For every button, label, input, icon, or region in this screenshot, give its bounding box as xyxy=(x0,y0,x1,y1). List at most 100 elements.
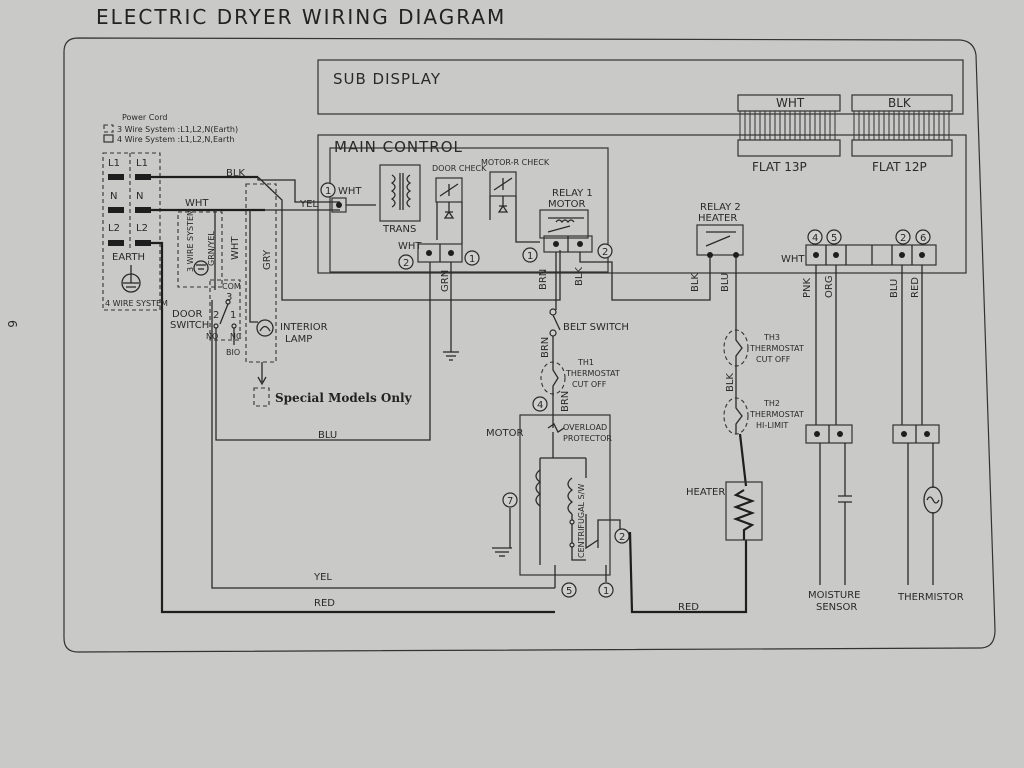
ground-3wire-icon xyxy=(193,260,209,276)
relay2-box xyxy=(696,224,744,256)
earth-label: EARTH xyxy=(112,252,145,263)
transformer-icon xyxy=(379,164,421,222)
flat-12p-connector: BLK FLAT 12P xyxy=(851,94,953,174)
pin-1-wht-label: WHT xyxy=(338,186,362,197)
wire-yel-bottom-label: YEL xyxy=(313,572,332,583)
relay1-wire-blk: BLK xyxy=(574,267,585,286)
pin-1-wht-number: 1 xyxy=(325,186,331,197)
relay2-label-2: HEATER xyxy=(698,213,737,224)
door-switch-bio: BIO xyxy=(226,348,240,357)
wire-blu-bottom-label: BLU xyxy=(318,430,337,441)
relay1-wire-brn: BRN xyxy=(538,269,549,290)
conn-wht-pin-2: 2 xyxy=(403,258,409,269)
sensor-pin-6: 6 xyxy=(920,233,926,244)
wire-pnk-label: PNK xyxy=(802,277,813,298)
wire-red-bottom-label: RED xyxy=(314,598,335,609)
moisture-sensor-icon xyxy=(819,443,852,585)
wire-wht-vertical-label: WHT xyxy=(230,236,241,260)
n-right-label: N xyxy=(136,191,143,202)
door-switch-com: COM xyxy=(222,282,241,291)
motor-wire-brn-2: BRN xyxy=(560,391,571,412)
motor-box xyxy=(519,414,611,576)
relay2-wire-blu: BLU xyxy=(720,273,731,292)
motor-pin-2: 2 xyxy=(619,532,625,543)
l1-right-label: L1 xyxy=(136,158,148,169)
door-switch-label-1: DOOR xyxy=(172,309,202,320)
diagram-title: ELECTRIC DRYER WIRING DIAGRAM xyxy=(96,5,506,29)
power-cord-heading: Power Cord xyxy=(122,113,167,122)
l2-left-label: L2 xyxy=(108,223,120,234)
interior-lamp-box xyxy=(245,183,277,363)
conn-wht-label: WHT xyxy=(398,241,422,252)
pin-1-wht-circle xyxy=(320,182,336,198)
motor-pin-1: 1 xyxy=(603,586,609,597)
flat-13p-label: FLAT 13P xyxy=(752,160,807,174)
conn-wht-pin-1: 1 xyxy=(469,254,475,265)
wire-wht-label: WHT xyxy=(185,198,209,209)
relay1-pin-1: 1 xyxy=(527,251,533,262)
sensor-pin-5: 5 xyxy=(831,233,837,244)
th3-label-3: CUT OFF xyxy=(756,355,791,364)
heater-element-icon xyxy=(732,489,756,540)
wire-yel-label: YEL xyxy=(299,199,318,210)
l1-left-label: L1 xyxy=(108,158,120,169)
motor-r-check-label: MOTOR-R CHECK xyxy=(481,158,550,167)
grn-yel-label: GRN/YEL xyxy=(207,231,216,266)
heater-label: HEATER xyxy=(686,487,725,498)
earth-ground-icon xyxy=(121,265,141,293)
wire-org-label: ORG xyxy=(824,275,835,298)
th1-label-1: TH1 xyxy=(577,358,594,367)
motor-pin-4: 4 xyxy=(537,400,543,411)
l2-right-label: L2 xyxy=(136,223,148,234)
interior-lamp-label-1: INTERIOR xyxy=(280,322,328,333)
sensor-pin-4: 4 xyxy=(812,233,818,244)
wire-red-heater-label: RED xyxy=(678,602,699,613)
wire-red-therm-label: RED xyxy=(910,277,921,298)
th2-label-2: THERMOSTAT xyxy=(749,410,804,419)
motor-label: MOTOR xyxy=(486,428,523,439)
door-switch-label-2: SWITCH xyxy=(170,320,209,331)
flat-12p-wire-label: BLK xyxy=(888,96,912,110)
flat-12p-label: FLAT 12P xyxy=(872,160,927,174)
overload-label-2: PROTECTOR xyxy=(563,434,612,443)
ground-motor-icon xyxy=(492,547,512,557)
door-switch-box xyxy=(209,279,241,341)
wire-gry-label: GRY xyxy=(262,249,273,270)
sub-display-box xyxy=(317,59,964,115)
door-check-label: DOOR CHECK xyxy=(432,164,487,173)
power-cord-3wire: 3 Wire System :L1,L2,N(Earth) xyxy=(117,125,238,134)
th2-label-3: HI-LIMIT xyxy=(756,421,788,430)
relay2-label-1: RELAY 2 xyxy=(700,202,741,213)
moisture-sensor-label-1: MOISTURE xyxy=(808,590,861,601)
three-wire-label: 3 WIRE SYSTEM xyxy=(186,209,195,272)
belt-switch-label: BELT SWITCH xyxy=(563,322,629,333)
page-number: 6 xyxy=(5,320,19,328)
overload-label-1: OVERLOAD xyxy=(563,423,607,432)
special-models-note: Special Models Only xyxy=(275,391,413,405)
th2-label-1: TH2 xyxy=(763,399,780,408)
flat-13p-connector: WHT FLAT 13P xyxy=(737,94,841,174)
door-switch-nc: NC xyxy=(230,332,242,341)
th3-label-1: TH3 xyxy=(763,333,780,342)
centrifugal-switch-label: CENTRIFUGAL S/W xyxy=(577,484,586,558)
diagram-frame xyxy=(63,37,996,653)
relay1-label-2: MOTOR xyxy=(548,199,585,210)
relay1-box xyxy=(539,209,589,239)
relay1-pin-2: 2 xyxy=(602,247,608,258)
door-switch-pin-3: 3 xyxy=(226,292,232,303)
th3-label-2: THERMOSTAT xyxy=(749,344,804,353)
three-wire-box xyxy=(177,211,223,288)
trans-label: TRANS xyxy=(382,224,416,235)
th1-label-2: THERMOSTAT xyxy=(565,369,620,378)
wire-blu-therm-label: BLU xyxy=(889,279,900,298)
thermistor-icon xyxy=(923,486,943,514)
sub-display-label: SUB DISPLAY xyxy=(333,70,441,88)
lamp-icon xyxy=(256,319,274,337)
motor-pin-5: 5 xyxy=(566,586,572,597)
four-wire-label: 4 WIRE SYSTEM xyxy=(105,299,168,308)
main-control-box xyxy=(317,134,967,274)
wire-blk-label: BLK xyxy=(226,168,245,179)
motor-wire-brn-1: BRN xyxy=(540,337,551,358)
